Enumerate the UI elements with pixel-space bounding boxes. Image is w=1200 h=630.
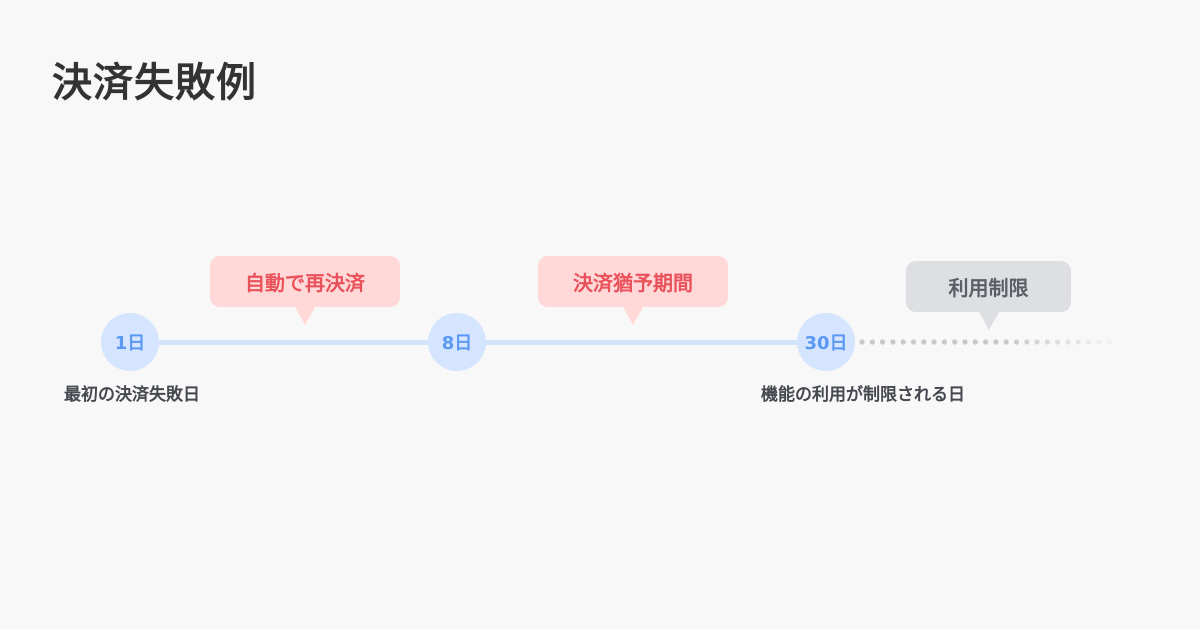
timeline-dot [1106, 339, 1112, 345]
timeline-dot [993, 339, 999, 345]
milestone-day-8: 8日 [428, 313, 486, 371]
timeline-dot [1065, 339, 1071, 345]
timeline-dot [952, 339, 958, 345]
timeline-dot [931, 339, 937, 345]
milestone-day-30: 30日 [797, 313, 855, 371]
page-title: 決済失敗例 [52, 60, 257, 106]
timeline-dot [1055, 339, 1061, 345]
milestone-label-first-failure: 最初の決済失敗日 [64, 385, 200, 405]
timeline-dot [1013, 339, 1020, 345]
timeline-future-dots [859, 339, 1112, 345]
timeline-dot [1044, 339, 1050, 345]
timeline-dot [1034, 339, 1040, 345]
timeline-segment-8-30 [457, 340, 826, 345]
timeline-dot [890, 339, 896, 345]
callout-grace-period: 決済猶予期間 [538, 256, 728, 307]
timeline-dot [921, 339, 927, 345]
timeline-dot [900, 339, 906, 345]
timeline-dot [910, 339, 917, 345]
timeline-dot [1003, 339, 1009, 345]
timeline-segment-1-8 [130, 340, 457, 345]
milestone-label-restriction-day: 機能の利用が制限される日 [761, 385, 965, 405]
timeline-dot [869, 339, 875, 345]
milestone-day-1: 1日 [101, 313, 159, 371]
callout-auto-retry: 自動で再決済 [210, 256, 400, 307]
timeline-dot [941, 339, 947, 345]
timeline-dot [1096, 339, 1102, 345]
callout-restriction: 利用制限 [906, 261, 1071, 312]
timeline-dot [1075, 339, 1081, 345]
timeline-dot [983, 339, 989, 345]
timeline-dot [1086, 339, 1092, 345]
timeline-dot [1024, 339, 1030, 345]
timeline-dot [962, 339, 968, 345]
timeline-dot [859, 339, 865, 345]
timeline-dot [880, 339, 886, 345]
timeline-dot [972, 339, 978, 345]
